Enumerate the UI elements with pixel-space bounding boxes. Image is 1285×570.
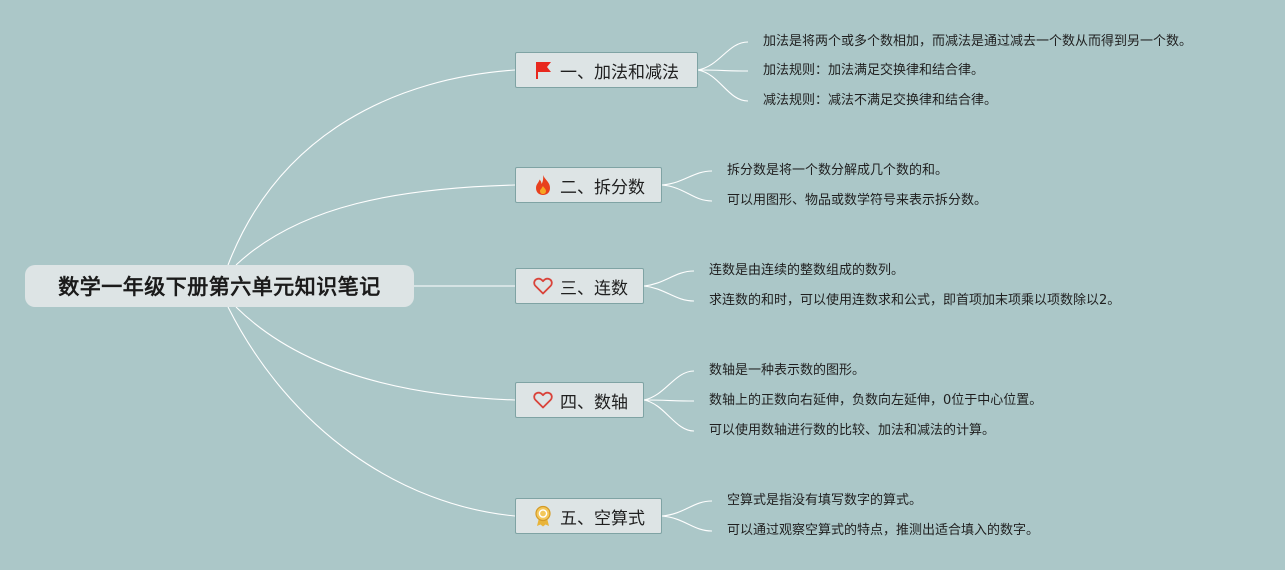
topic-node-addition-subtraction[interactable]: 一、加法和减法 (515, 52, 698, 88)
connector-leaf-3-2 (643, 285, 695, 302)
connector-topic-2 (235, 184, 516, 266)
connector-topic-5 (227, 306, 516, 517)
connector-topic-1 (227, 69, 516, 266)
fire-icon (532, 174, 554, 196)
root-title: 数学一年级下册第六单元知识笔记 (58, 275, 381, 299)
red-flag-icon (532, 59, 554, 81)
topic-node-number-line[interactable]: 四、数轴 (515, 382, 644, 418)
topic-label: 一、加法和减法 (560, 62, 679, 83)
leaf-text: 空算式是指没有填写数字的算式。 (727, 493, 923, 508)
connector-leaf-1-2 (697, 69, 749, 72)
leaf-text: 可以使用数轴进行数的比较、加法和减法的计算。 (709, 423, 996, 438)
connector-leaf-3-1 (643, 270, 695, 287)
topic-node-empty-equation[interactable]: 五、空算式 (515, 498, 662, 534)
leaf-text: 可以用图形、物品或数学符号来表示拆分数。 (727, 193, 988, 208)
leaf-text: 可以通过观察空算式的特点，推测出适合填入的数字。 (727, 523, 1040, 538)
topic-node-split-numbers[interactable]: 二、拆分数 (515, 167, 662, 203)
connector-leaf-2-1 (661, 170, 713, 186)
topic-label: 二、拆分数 (560, 177, 645, 198)
topic-label: 三、连数 (560, 278, 628, 299)
heart-icon (532, 389, 554, 411)
heart-icon (532, 275, 554, 297)
topic-label: 五、空算式 (560, 508, 645, 529)
connector-leaf-4-1 (643, 370, 695, 401)
connector-leaf-2-2 (661, 184, 713, 202)
connector-leaf-4-3 (643, 399, 695, 432)
connector-leaf-5-2 (661, 515, 713, 532)
leaf-text: 连数是由连续的整数组成的数列。 (709, 263, 905, 278)
connector-topic-4 (235, 306, 516, 401)
topic-label: 四、数轴 (560, 392, 628, 413)
root-node[interactable]: 数学一年级下册第六单元知识笔记 (25, 265, 414, 307)
connector-leaf-5-1 (661, 500, 713, 517)
topic-node-consecutive-numbers[interactable]: 三、连数 (515, 268, 644, 304)
leaf-text: 数轴上的正数向右延伸，负数向左延伸，0位于中心位置。 (709, 393, 1043, 408)
connector-leaf-1-1 (697, 41, 749, 71)
leaf-text: 减法规则：减法不满足交换律和结合律。 (763, 93, 998, 108)
leaf-text: 数轴是一种表示数的图形。 (709, 363, 866, 378)
connector-leaf-1-3 (697, 69, 749, 102)
leaf-text: 加法是将两个或多个数相加，而减法是通过减去一个数从而得到另一个数。 (763, 34, 1193, 49)
leaf-text: 加法规则：加法满足交换律和结合律。 (763, 63, 985, 78)
leaf-text: 求连数的和时，可以使用连数求和公式，即首项加末项乘以项数除以2。 (709, 293, 1121, 308)
leaf-text: 拆分数是将一个数分解成几个数的和。 (727, 163, 949, 178)
connector-leaf-4-2 (643, 399, 695, 402)
award-ribbon-icon (532, 505, 554, 527)
